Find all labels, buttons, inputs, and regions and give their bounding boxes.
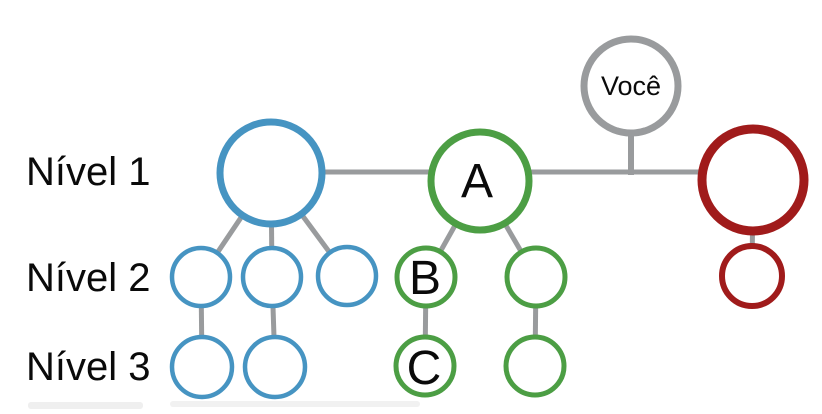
level3-label: Nível 3 (26, 345, 151, 389)
node-blue-level2-3 (315, 244, 379, 308)
labels: Nível 1 Nível 2 Nível 3 Você A B C (26, 71, 661, 395)
node-green-level3-2 (503, 334, 567, 398)
node-red-level2 (719, 243, 785, 309)
node-blue-level3-1 (169, 334, 235, 400)
level2-label: Nível 2 (26, 256, 151, 300)
node-green-level2-b (394, 245, 458, 309)
ghost-bar-middle (170, 401, 420, 407)
nodes (169, 35, 809, 400)
node-green-level2-2 (504, 245, 568, 309)
node-blue-level2-2 (240, 245, 304, 309)
level1-label: Nível 1 (26, 150, 151, 194)
node-green-level3-c (393, 334, 457, 398)
node-blue-level1 (216, 118, 326, 228)
node-blue-level2-1 (169, 245, 233, 309)
you-node-label: Você (601, 71, 661, 101)
node-a-label: A (461, 155, 493, 208)
node-blue-level3-2 (242, 334, 308, 400)
bottom-ghost-artifacts (28, 401, 420, 409)
ghost-bar-left (28, 402, 143, 409)
node-red-level1 (697, 124, 809, 236)
node-green-level1-a (427, 128, 533, 234)
node-c-label: C (407, 342, 442, 395)
node-you (580, 35, 682, 137)
node-b-label: B (409, 252, 441, 305)
